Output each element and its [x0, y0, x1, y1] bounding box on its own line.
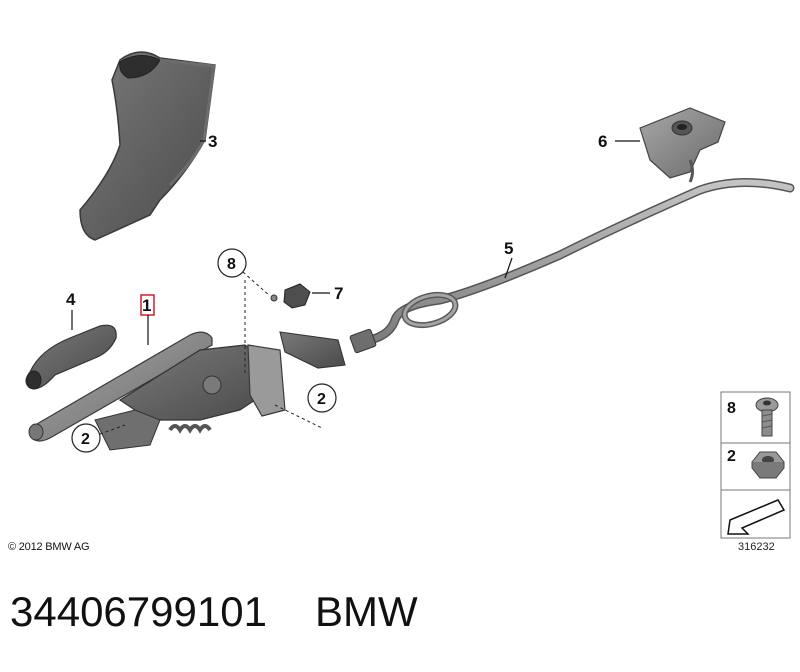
handbrake-lever-part: [28, 331, 346, 451]
clip-part: [270, 283, 311, 309]
cable-part: [349, 178, 795, 354]
screw-icon: [755, 397, 779, 437]
copyright-text: © 2012 BMW AG: [8, 541, 90, 553]
callout-8: 8: [227, 256, 236, 273]
nut-icon: [751, 451, 785, 479]
hardware-legend: 8 2: [720, 391, 791, 539]
part-number: 34406799101: [10, 588, 267, 635]
arrow-icon: [727, 499, 786, 535]
callout-2a-circle: [71, 423, 101, 453]
bracket-part: [639, 107, 726, 183]
legend-nut-label: 2: [727, 448, 736, 465]
brand-label: BMW: [314, 588, 418, 635]
legend-screw-label: 8: [727, 400, 736, 417]
callout-2b-circle: [307, 383, 337, 413]
callout-4: 4: [66, 290, 76, 309]
boot-cover-part: [79, 51, 216, 241]
callout-6: 6: [598, 132, 607, 151]
footer: 34406799101 BMW: [10, 588, 418, 636]
callout-5: 5: [504, 239, 513, 258]
callout-1: 1: [142, 296, 151, 315]
callout-2b: 2: [317, 391, 326, 408]
callout-7: 7: [334, 284, 343, 303]
parts-diagram: 3 6 5 4 1: [25, 51, 795, 539]
callout-2a: 2: [81, 431, 90, 448]
handle-grip-part: [25, 324, 117, 390]
callout-8-circle: [217, 248, 247, 278]
spring: [168, 424, 212, 434]
callout-3: 3: [208, 132, 217, 151]
diagram-number: 316232: [738, 541, 775, 553]
